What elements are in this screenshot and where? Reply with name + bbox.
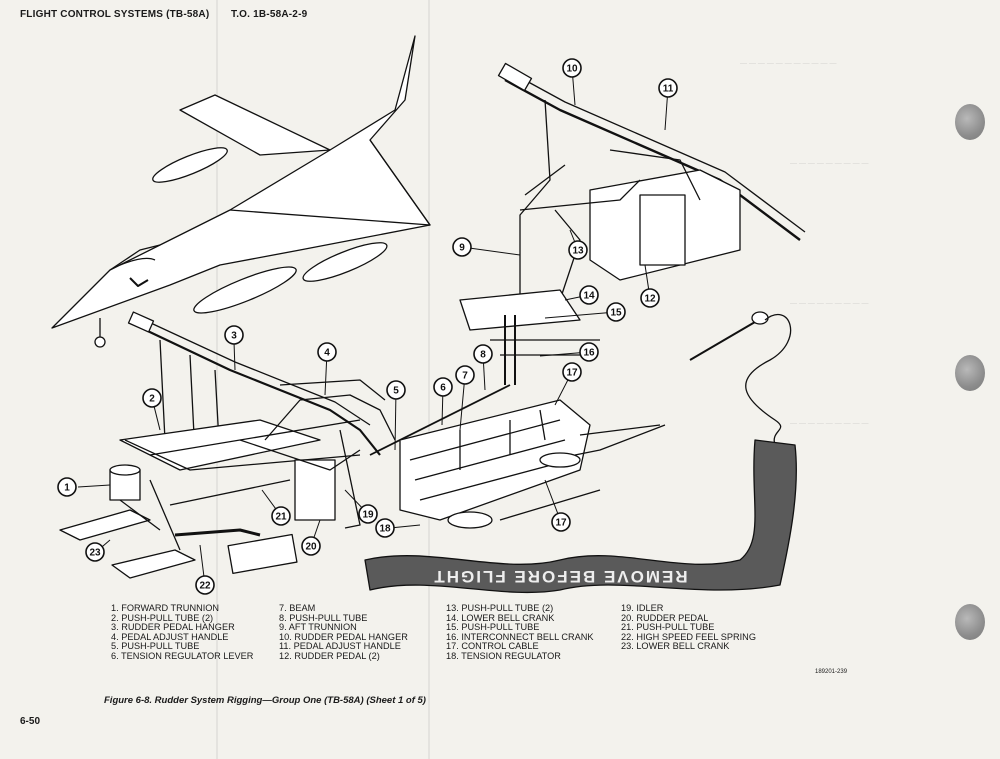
callout-label: 3: [231, 331, 237, 342]
legend-item: 22. HIGH SPEED FEEL SPRING: [621, 631, 756, 642]
callout-label: 11: [663, 84, 674, 95]
callout-19: 19: [358, 504, 378, 524]
callout-14: 14: [579, 285, 599, 305]
callout-label: 10: [566, 64, 578, 75]
fold-line: [216, 0, 218, 759]
callout-21: 21: [271, 506, 291, 526]
legend-item: 9. AFT TRUNNION: [279, 622, 357, 633]
page-number: 6-50: [20, 716, 41, 727]
binder-hole: [955, 604, 985, 640]
streamer-text: REMOVE BEFORE FLIGHT: [432, 567, 687, 586]
callout-18: 18: [375, 518, 395, 538]
callout-10: 10: [562, 58, 582, 78]
legend-item: 12. RUDDER PEDAL (2): [279, 650, 380, 661]
legend-item: 19. IDLER: [621, 603, 664, 613]
legend-item: 7. BEAM: [279, 603, 316, 613]
legend-item: 5. PUSH-PULL TUBE: [111, 641, 200, 652]
legend-item: 14. LOWER BELL CRANK: [446, 612, 555, 623]
callout-label: 19: [362, 510, 374, 521]
callout-label: 4: [324, 348, 330, 359]
legend-item: 4. PEDAL ADJUST HANDLE: [111, 631, 229, 642]
callout-label: 15: [610, 308, 622, 319]
callout-5: 5: [386, 380, 406, 400]
callout-8: 8: [473, 344, 493, 364]
callout-label: 17: [566, 368, 578, 379]
binder-hole: [955, 355, 985, 391]
bleed-through: — — — — — — — — —: [790, 300, 869, 307]
callout-label: 1: [64, 483, 70, 494]
callout-7: 7: [455, 365, 475, 385]
legend-item: 16. INTERCONNECT BELL CRANK: [446, 631, 594, 642]
remove-before-flight-streamer: [364, 439, 797, 594]
callout-label: 18: [379, 524, 391, 535]
callout-label: 23: [89, 548, 101, 559]
fold-line: [428, 0, 430, 759]
legend-column-1: 1. FORWARD TRUNNION 2. PUSH-PULL TUBE (2…: [111, 603, 254, 662]
header-section-title: FLIGHT CONTROL SYSTEMS (TB-58A): [20, 9, 210, 20]
legend-item: 21. PUSH-PULL TUBE: [621, 622, 715, 633]
callout-9: 9: [452, 237, 472, 257]
callout-17: 17: [551, 512, 571, 532]
callout-label: 7: [462, 371, 468, 382]
legend-item: 6. TENSION REGULATOR LEVER: [111, 650, 254, 661]
callout-label: 16: [583, 348, 595, 359]
callout-label: 14: [583, 291, 595, 302]
figure-reference-code: 189201-239: [815, 669, 848, 675]
callout-label: 17: [555, 518, 567, 529]
callout-17: 17: [562, 362, 582, 382]
ground-safety-pin: [689, 311, 792, 446]
legend-item: 3. RUDDER PEDAL HANGER: [111, 622, 235, 633]
callout-6: 6: [433, 377, 453, 397]
legend-item: 17. CONTROL CABLE: [446, 641, 539, 652]
binder-hole: [955, 104, 985, 140]
legend-item: 10. RUDDER PEDAL HANGER: [279, 631, 408, 642]
bleed-through: — — — — — — — — —: [790, 420, 869, 427]
rudder-rigging-diagram: REMOVE BEFORE FLIGHT: [51, 35, 806, 595]
figure-caption: Figure 6-8. Rudder System Rigging—Group …: [104, 695, 426, 706]
tension-regulator-assembly: [399, 399, 666, 529]
callout-label: 8: [480, 350, 486, 361]
legend-item: 13. PUSH-PULL TUBE (2): [446, 603, 554, 613]
legend-column-4: 19. IDLER 20. RUDDER PEDAL 21. PUSH-PULL…: [621, 603, 756, 652]
callout-label: 22: [199, 581, 211, 592]
callout-16: 16: [579, 342, 599, 362]
legend-item: 20. RUDDER PEDAL: [621, 612, 709, 623]
callout-20: 20: [301, 536, 321, 556]
legend-item: 15. PUSH-PULL TUBE: [446, 622, 540, 633]
legend-column-3: 13. PUSH-PULL TUBE (2) 14. LOWER BELL CR…: [446, 603, 594, 662]
forward-pedal-assembly: [59, 311, 396, 579]
callout-1: 1: [57, 477, 77, 497]
legend-column-2: 7. BEAM 8. PUSH-PULL TUBE 9. AFT TRUNNIO…: [279, 603, 408, 662]
legend-item: 8. PUSH-PULL TUBE: [279, 612, 368, 623]
callout-3: 3: [224, 325, 244, 345]
bleed-through: — — — — — — — — — — —: [740, 60, 837, 67]
aircraft-illustration: [51, 35, 431, 348]
callout-12: 12: [640, 288, 660, 308]
callout-label: 9: [459, 243, 465, 254]
callout-2: 2: [142, 388, 162, 408]
callout-4: 4: [317, 342, 337, 362]
legend-item: 18. TENSION REGULATOR: [446, 650, 561, 661]
header-tech-order: T.O. 1B-58A-2-9: [231, 9, 308, 20]
callout-label: 12: [644, 294, 656, 305]
aft-pedal-assembly: [459, 62, 806, 331]
legend-item: 11. PEDAL ADJUST HANDLE: [279, 641, 401, 652]
callout-23: 23: [85, 542, 105, 562]
callout-15: 15: [606, 302, 626, 322]
callout-label: 20: [305, 542, 317, 553]
callout-22: 22: [195, 575, 215, 595]
legend-item: 23. LOWER BELL CRANK: [621, 641, 730, 652]
callout-11: 11: [658, 78, 678, 98]
callout-label: 21: [275, 512, 287, 523]
callout-label: 6: [440, 383, 446, 394]
callout-label: 13: [572, 246, 584, 257]
bleed-through: — — — — — — — — —: [790, 160, 869, 167]
callout-label: 5: [393, 386, 399, 397]
legend-item: 2. PUSH-PULL TUBE (2): [111, 612, 214, 623]
callout-13: 13: [568, 240, 588, 260]
callout-label: 2: [149, 394, 155, 405]
legend-item: 1. FORWARD TRUNNION: [111, 603, 220, 613]
